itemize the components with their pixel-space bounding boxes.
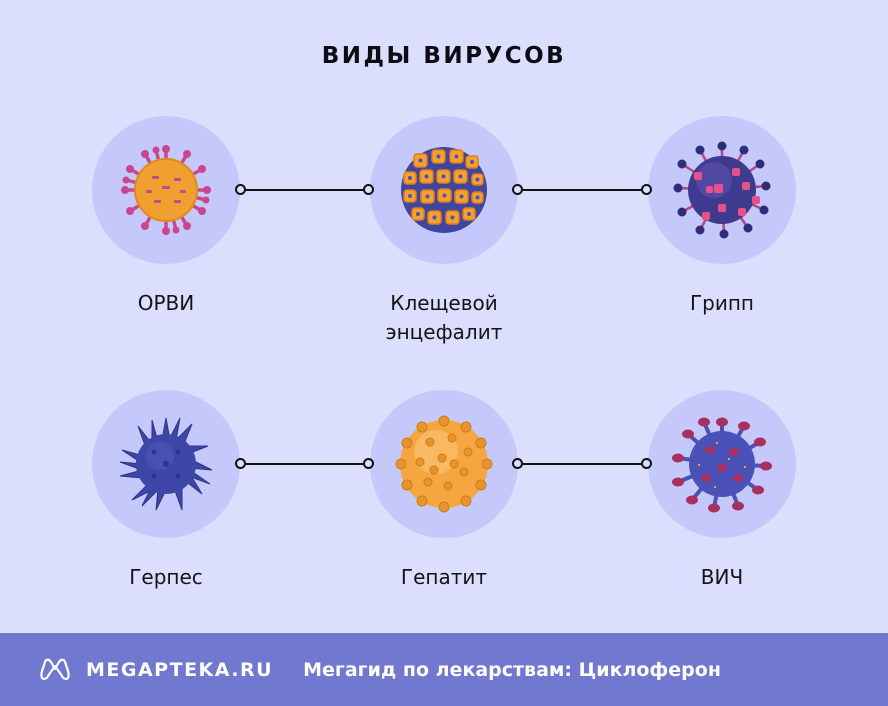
label-orvi: ОРВИ <box>137 291 195 315</box>
connector-dot <box>641 458 652 469</box>
tick-borne-encephalitis-node <box>370 116 518 264</box>
label-hiv: ВИЧ <box>700 565 744 589</box>
hiv-node <box>648 390 796 538</box>
brand-name: MEGAPTEKA.RU <box>86 658 274 681</box>
connector-hepatitis-hiv <box>523 463 642 465</box>
connector-encephalitis-influenza <box>523 189 642 191</box>
orvi-node <box>92 116 240 264</box>
herpes-node <box>92 390 240 538</box>
hepatitis-virus-icon <box>395 415 493 513</box>
connector-herpes-hepatitis <box>246 463 364 465</box>
label-herpes: Герпес <box>129 565 203 589</box>
label-tick-borne-encephalitis: Клещевой энцефалит <box>334 289 554 347</box>
label-line-1: Клещевой <box>390 291 498 315</box>
connector-dot <box>235 184 246 195</box>
orvi-virus-icon <box>121 145 211 235</box>
connector-dot <box>363 458 374 469</box>
label-influenza: Грипп <box>689 291 755 315</box>
label-line-2: энцефалит <box>385 320 503 344</box>
connector-dot <box>363 184 374 195</box>
label-hepatitis: Гепатит <box>400 565 488 589</box>
hiv-virus-icon <box>672 417 772 513</box>
footer-tagline: Мегагид по лекарствам: Циклоферон <box>303 658 721 681</box>
connector-dot <box>641 184 652 195</box>
influenza-virus-icon <box>673 141 771 239</box>
influenza-node <box>648 116 796 264</box>
herpes-virus-icon <box>119 417 213 511</box>
connector-dot <box>512 184 523 195</box>
megapteka-logo-icon <box>40 658 70 680</box>
footer-bar: MEGAPTEKA.RU Мегагид по лекарствам: Цикл… <box>0 633 888 706</box>
tick-borne-encephalitis-virus-icon <box>401 147 487 233</box>
diagram-title: ВИДЫ ВИРУСОВ <box>321 43 567 69</box>
connector-dot <box>235 458 246 469</box>
connector-dot <box>512 458 523 469</box>
hepatitis-node <box>370 390 518 538</box>
connector-orvi-encephalitis <box>246 189 364 191</box>
